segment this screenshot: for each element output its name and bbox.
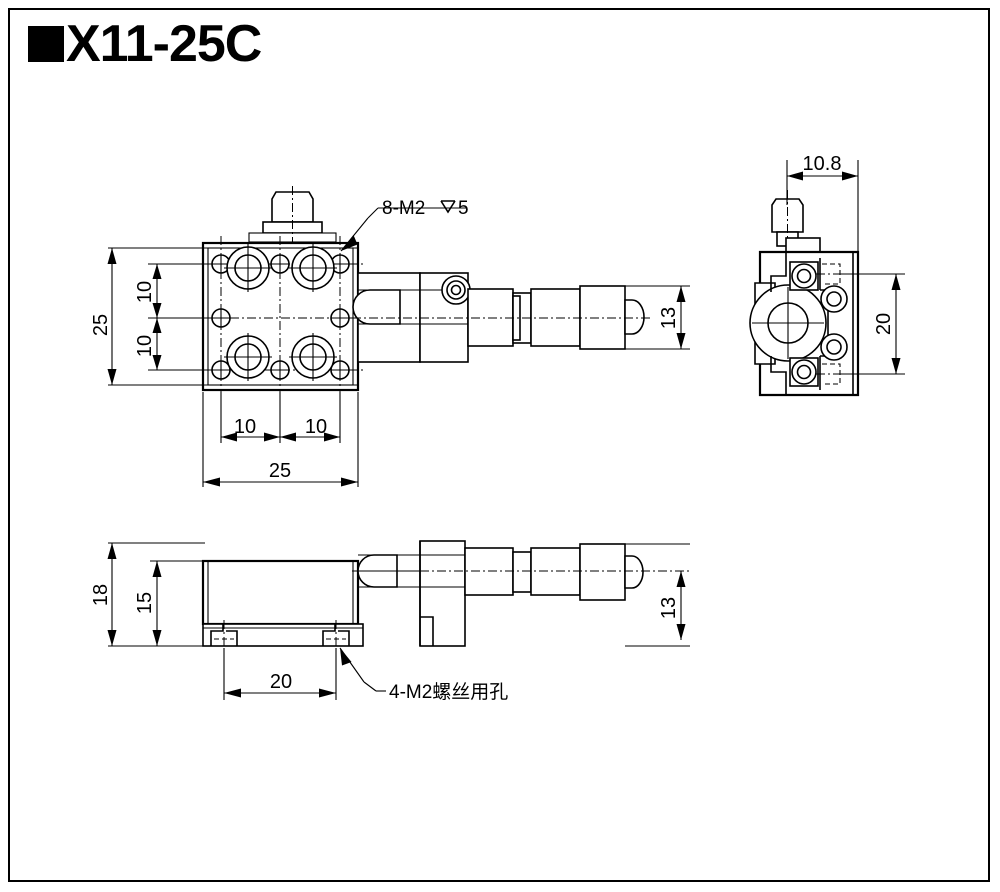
sheet-border <box>8 8 990 882</box>
callout-8-m2-text: 8-M2 <box>382 198 425 219</box>
counterbore-top-right <box>289 244 337 292</box>
top-view-counterbore-holes <box>224 244 337 381</box>
side-view-screw-lower <box>789 357 819 387</box>
dim-top-view-pitch-10-upper: 10 <box>134 263 215 319</box>
dim-label-10-right: 10 <box>305 416 327 438</box>
dim-label-10-left: 10 <box>234 416 256 438</box>
dim-top-view-pitch-10-right: 10 <box>280 392 341 443</box>
dim-top-view-width-25: 25 <box>202 392 359 487</box>
dim-top-view-height-25: 25 <box>90 247 203 386</box>
counterbore-bottom-left <box>224 333 272 381</box>
dim-top-view-13: 13 <box>625 285 690 350</box>
front-view-body <box>201 559 364 647</box>
dim-label-10-8: 10.8 <box>803 153 842 175</box>
dim-label-20-front: 20 <box>270 671 292 693</box>
callout-4-m2-screw-holes: 4-M2螺丝用孔 <box>339 647 508 703</box>
dim-label-25-horizontal: 25 <box>269 460 291 482</box>
side-view-screw-mid-lower <box>820 333 848 361</box>
dim-label-13-top-view: 13 <box>658 307 680 329</box>
dim-side-view-10-8: 10.8 <box>786 153 859 252</box>
callout-8-m2-count: 8-M2 <box>382 198 425 219</box>
callout-8-m2-depth-5: 8-M2 5 <box>340 198 469 252</box>
dim-top-view-pitch-10-left: 10 <box>220 392 281 443</box>
dim-top-view-pitch-10-lower: 10 <box>134 318 215 371</box>
dim-label-15: 15 <box>134 592 156 614</box>
right-side-view: 10.8 20 <box>749 153 905 397</box>
bullet-square-icon <box>28 26 64 62</box>
top-view-top-knob <box>248 186 337 245</box>
dim-front-view-13: 13 <box>625 543 690 647</box>
counterbore-bottom-right <box>289 333 337 381</box>
dim-label-18: 18 <box>90 584 112 606</box>
top-view: 25 10 10 <box>90 186 690 487</box>
side-view-screw-upper <box>789 261 819 291</box>
dim-front-view-20: 20 <box>223 648 337 700</box>
top-view-micrometer-assembly <box>352 272 650 363</box>
callout-8-m2-depth-value: 5 <box>458 198 469 219</box>
dim-label-25-vertical: 25 <box>90 314 112 336</box>
dim-label-10-lower: 10 <box>134 335 156 357</box>
side-view-main-bore <box>749 282 827 365</box>
front-view-micrometer-assembly <box>352 540 690 647</box>
side-view-screw-mid-upper <box>820 285 848 313</box>
dim-label-10-upper: 10 <box>134 281 156 303</box>
page-title-text: X11-25C <box>66 15 262 73</box>
counterbore-top-left <box>224 244 272 292</box>
dim-front-view-15: 15 <box>134 560 205 646</box>
dim-label-13-front: 13 <box>658 597 680 619</box>
page-title: X11-25C <box>28 15 262 73</box>
dim-label-20-side: 20 <box>873 313 895 335</box>
front-view: 18 15 20 <box>90 540 690 703</box>
dim-side-view-20: 20 <box>840 273 905 375</box>
front-view-base-notches <box>210 620 350 660</box>
callout-4-m2-text: 4-M2螺丝用孔 <box>389 681 508 703</box>
